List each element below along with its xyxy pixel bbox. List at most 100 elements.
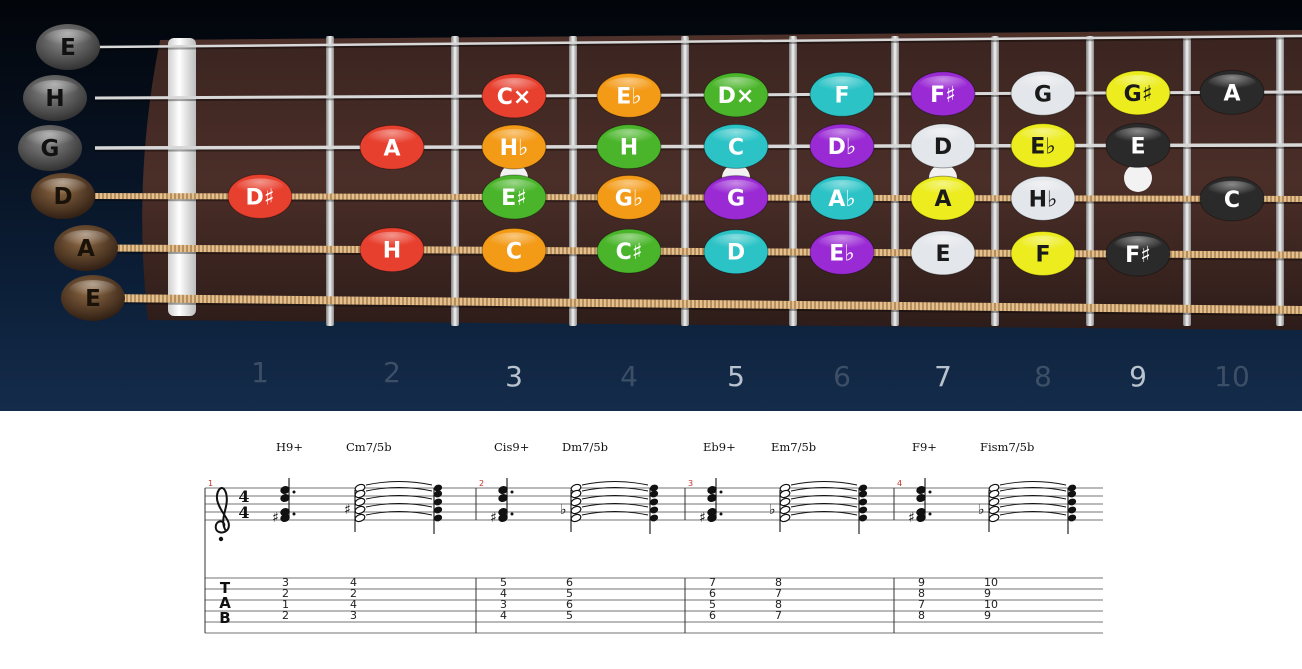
note-marker: D [703, 229, 769, 275]
note-head [858, 490, 868, 498]
note-label: D♯ [246, 185, 275, 210]
note-head [649, 498, 659, 506]
note-marker: C [703, 123, 769, 169]
tab-fret-number: 4 [350, 598, 357, 611]
note-marker: H [359, 227, 425, 273]
tab-fret-number: 9 [984, 609, 991, 622]
string-2 [94, 90, 1302, 100]
note-head [649, 514, 659, 522]
tuning-peg-1: E [36, 24, 100, 70]
tie [365, 511, 433, 516]
note-head [570, 505, 582, 515]
tab-fret-number: 8 [775, 576, 782, 589]
note-marker: D [910, 123, 976, 169]
note-head [988, 513, 1000, 523]
tab-fret-number: 5 [500, 576, 507, 589]
note-head [433, 514, 443, 522]
tie [581, 481, 649, 486]
note-head [354, 497, 366, 507]
string-name-label: D [53, 184, 72, 210]
sharp-symbol: ♯ [908, 510, 915, 526]
chord-name: Dm7/5b [562, 440, 608, 454]
tie [365, 487, 433, 492]
inlay-dot [1124, 164, 1152, 192]
note-label: C [506, 239, 522, 264]
note-head [988, 505, 1000, 515]
fret-number: 8 [1034, 360, 1052, 393]
string-name-label: G [41, 136, 60, 162]
tab-fret-number: 6 [709, 587, 716, 600]
note-marker: F [1010, 230, 1076, 276]
tie [999, 481, 1067, 486]
tab-fret-number: 3 [500, 598, 507, 611]
fret-number: 9 [1129, 360, 1147, 393]
string-6 [94, 293, 1302, 314]
string-name-label: H [45, 86, 64, 112]
note-label: D♭ [828, 135, 857, 160]
string-name-label: E [60, 35, 76, 61]
tie [365, 495, 433, 500]
note-label: F♯ [1125, 243, 1151, 268]
tab-fret-number: 3 [282, 576, 289, 589]
tie [365, 503, 433, 508]
note-label: D [727, 241, 745, 266]
tab-fret-number: 3 [350, 609, 357, 622]
tuning-peg-5: A [54, 225, 118, 271]
note-marker: C [481, 227, 547, 273]
dot [928, 512, 932, 516]
chord-name: H9+ [276, 440, 303, 454]
note-label: A [934, 187, 951, 212]
tuning-peg-2: H [23, 75, 87, 121]
fret-wire [451, 36, 459, 326]
note-head [649, 484, 659, 492]
time-signature-bottom: 4 [238, 503, 249, 522]
note-head [354, 513, 366, 523]
bar-number: 4 [897, 479, 902, 488]
note-label: E [935, 242, 950, 267]
note-head [570, 497, 582, 507]
tie [790, 511, 858, 516]
note-head [354, 505, 366, 515]
tab-fret-number: 5 [709, 598, 716, 611]
note-head [433, 490, 443, 498]
note-label: H♭ [1029, 187, 1058, 212]
note-head [988, 497, 1000, 507]
sharp-symbol: ♯ [272, 510, 279, 526]
string-3 [94, 143, 1302, 150]
string-name-label: E [85, 286, 101, 312]
tab-fret-number: 2 [282, 587, 289, 600]
note-label: E♭ [1030, 135, 1055, 160]
tab-letter-b: B [219, 609, 230, 627]
tuning-peg-6: E [61, 275, 125, 321]
chord-name: Em7/5b [771, 440, 816, 454]
note-marker: A [910, 175, 976, 221]
note-marker: E♭ [809, 229, 875, 275]
note-label: G [1034, 82, 1052, 107]
note-head [1067, 506, 1077, 514]
note-marker: E♯ [481, 174, 547, 220]
note-marker: A♭ [809, 175, 875, 221]
note-marker: G [703, 175, 769, 221]
note-label: H [620, 136, 638, 161]
chord-name: Fism7/5b [980, 440, 1034, 454]
note-label: E♭ [616, 84, 641, 109]
fret-number: 5 [727, 360, 745, 393]
tab-fret-number: 6 [709, 609, 716, 622]
note-marker: G [1010, 70, 1076, 116]
tie [581, 511, 649, 516]
note-head [858, 506, 868, 514]
dot [510, 512, 514, 516]
tab-fret-number: 7 [775, 587, 782, 600]
tab-fret-number: 6 [566, 576, 573, 589]
fret-wire [569, 36, 577, 326]
fret-number: 2 [383, 356, 401, 389]
tie [999, 495, 1067, 500]
tie [999, 503, 1067, 508]
note-marker: H♭ [481, 124, 547, 170]
note-label: H♭ [500, 136, 529, 161]
note-marker: D× [703, 72, 769, 118]
note-head [649, 490, 659, 498]
note-head [779, 505, 791, 515]
